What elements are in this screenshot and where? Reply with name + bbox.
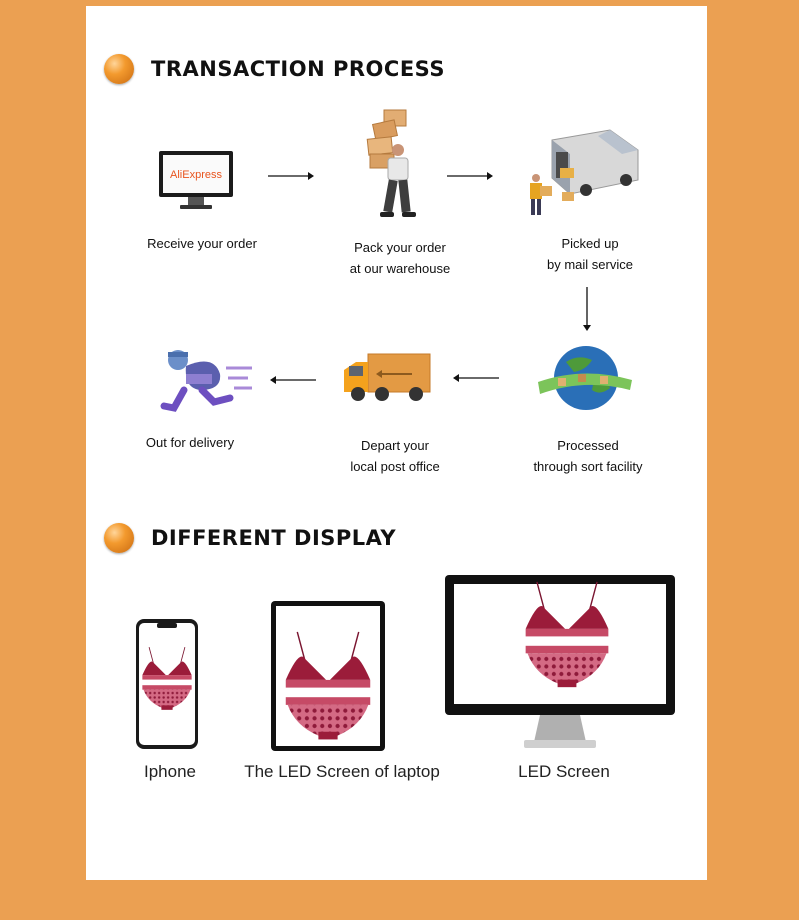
step-label-out-for-delivery: Out for delivery <box>145 435 235 450</box>
orange-ball-icon <box>104 523 134 553</box>
desktop-monitor-icon <box>445 575 675 748</box>
transaction-section-header: TRANSACTION PROCESS <box>104 54 445 84</box>
transaction-section-title: TRANSACTION PROCESS <box>151 57 445 81</box>
arrow-down-icon <box>583 287 591 331</box>
truck-icon <box>344 353 431 401</box>
step-label-receive-order: Receive your order <box>147 236 257 251</box>
orange-ball-icon <box>104 54 134 84</box>
device-label-phone: Iphone <box>144 762 196 781</box>
arrow-right-icon <box>447 172 493 180</box>
display-section-title: DIFFERENT DISPLAY <box>151 526 397 550</box>
device-label-laptop: The LED Screen of laptop <box>244 762 440 781</box>
delivery-van-icon <box>530 129 639 215</box>
tablet-icon <box>271 601 385 751</box>
aliexpress-logo: AliExpress <box>170 169 222 181</box>
arrow-right-icon <box>268 172 314 180</box>
device-label-led-screen: LED Screen <box>518 762 610 781</box>
courier-running-icon <box>160 350 252 412</box>
worker-carrying-boxes-icon <box>366 109 416 217</box>
monitor-icon: AliExpress <box>159 151 233 209</box>
display-section-header: DIFFERENT DISPLAY <box>104 523 396 553</box>
arrow-left-icon <box>270 376 316 384</box>
globe-icon <box>538 346 632 410</box>
arrow-left-icon <box>453 374 499 382</box>
phone-icon <box>136 619 198 749</box>
